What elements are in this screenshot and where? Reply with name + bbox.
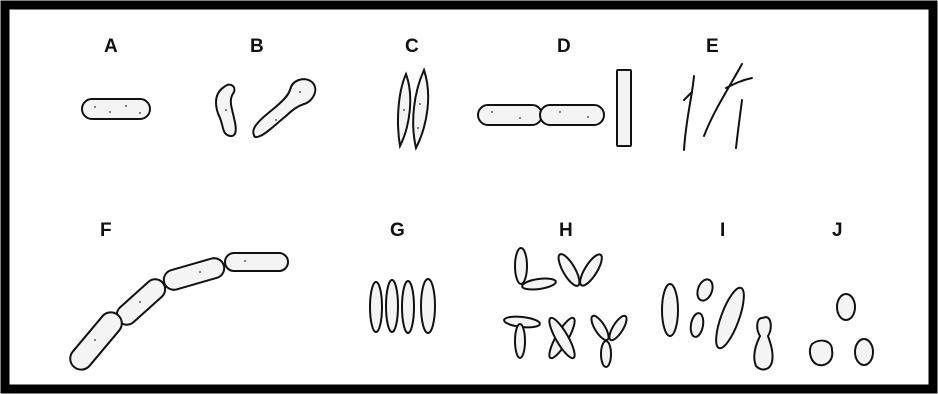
label-a: A	[104, 36, 118, 57]
cell-f-rod-chain	[66, 253, 288, 374]
label-b: B	[250, 36, 264, 57]
label-e: E	[706, 36, 719, 57]
label-h: H	[559, 220, 573, 241]
label-c: C	[405, 36, 419, 57]
cell-d-paired-rods	[478, 70, 631, 146]
figure-border	[5, 5, 933, 389]
label-d: D	[557, 36, 571, 57]
label-f: F	[100, 220, 112, 241]
label-i: I	[720, 220, 725, 241]
cell-i-pleomorphic	[662, 277, 773, 369]
label-g: G	[390, 220, 405, 241]
cell-g-palisade	[370, 279, 435, 333]
cell-a-rod	[82, 99, 150, 119]
cell-h-angular-arrangements	[504, 248, 630, 367]
cell-j-coccoid	[810, 294, 873, 365]
cell-e-branching-filaments	[684, 64, 752, 150]
label-j: J	[832, 220, 843, 241]
cell-c-fusiform-pair	[398, 70, 428, 148]
cell-b-club-shaped	[216, 79, 315, 137]
